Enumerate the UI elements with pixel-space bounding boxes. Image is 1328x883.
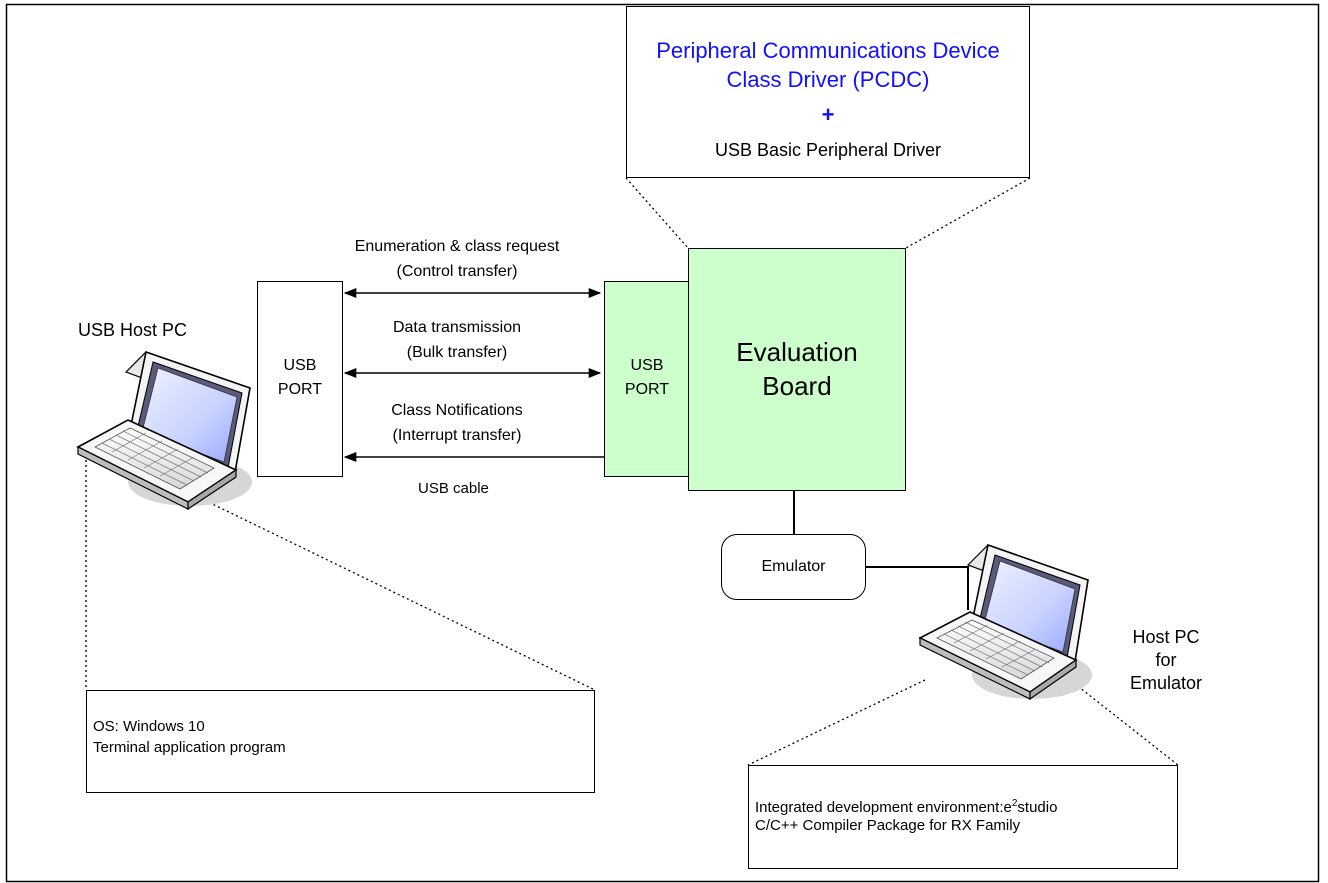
board-usb-port-box: USB PORT [604, 281, 690, 477]
emulator-host-info-box: Integrated development environment:e2stu… [748, 765, 1178, 869]
usb-host-port-box: USB PORT [257, 281, 343, 477]
usb-host-os-text: OS: Windows 10 [93, 718, 205, 735]
evaluation-board-line2: Board [762, 371, 832, 401]
driver-class-line2: Class Driver (PCDC) [726, 67, 930, 92]
evaluation-board: Evaluation Board [688, 248, 906, 491]
ide-text-prefix: Integrated development environment:e [755, 799, 1012, 816]
driver-plus-sign: + [821, 102, 835, 127]
control-transfer-sub: (Control transfer) [396, 263, 518, 280]
driver-stack-box: Peripheral Communications Device Class D… [626, 6, 1030, 178]
usb-host-app-text: Terminal application program [93, 739, 286, 756]
usb-host-title: USB Host PC [78, 320, 188, 340]
ide-text-sup: 2 [1011, 798, 1018, 809]
usb-host-laptop-icon [76, 350, 252, 511]
emu-callout-left [747, 679, 926, 766]
compiler-text: C/C++ Compiler Package for RX Family [755, 817, 1021, 834]
ide-text-suffix: studio [1017, 799, 1058, 816]
driver-class-line1: Peripheral Communications Device [656, 38, 1000, 63]
host-callout-right [199, 497, 596, 691]
usb-host-port-line2: PORT [277, 381, 323, 398]
usb-host-info-box: OS: Windows 10 Terminal application prog… [86, 690, 595, 793]
control-transfer-label: Enumeration & class request [354, 238, 560, 255]
bulk-transfer-sub: (Bulk transfer) [406, 344, 508, 361]
emulator-host-laptop-icon [918, 543, 1092, 701]
interrupt-transfer-label: Class Notifications [391, 402, 523, 419]
usb-host-port-line1: USB [283, 357, 317, 374]
evaluation-board-line1: Evaluation [736, 337, 858, 367]
emulator-host-line1: Host PC [1132, 627, 1200, 647]
board-usb-port-line1: USB [630, 357, 664, 374]
bulk-transfer-label: Data transmission [392, 319, 522, 336]
driver-callout-left [625, 177, 689, 249]
basic-driver-line: USB Basic Peripheral Driver [714, 140, 942, 160]
board-usb-port-line2: PORT [624, 381, 670, 398]
ide-text: Integrated development environment:e2stu… [755, 794, 1057, 818]
outer-frame [5, 3, 1320, 883]
emulator-host-line3: Emulator [1129, 673, 1203, 693]
interrupt-transfer-sub: (Interrupt transfer) [392, 427, 522, 444]
emulator-host-line2: for [1155, 650, 1177, 670]
emulator-box: Emulator [721, 534, 866, 600]
emulator-host-cable [866, 566, 969, 610]
driver-callout-right [905, 177, 1031, 249]
usb-cable-label: USB cable [418, 480, 489, 497]
emulator-label: Emulator [761, 558, 826, 575]
